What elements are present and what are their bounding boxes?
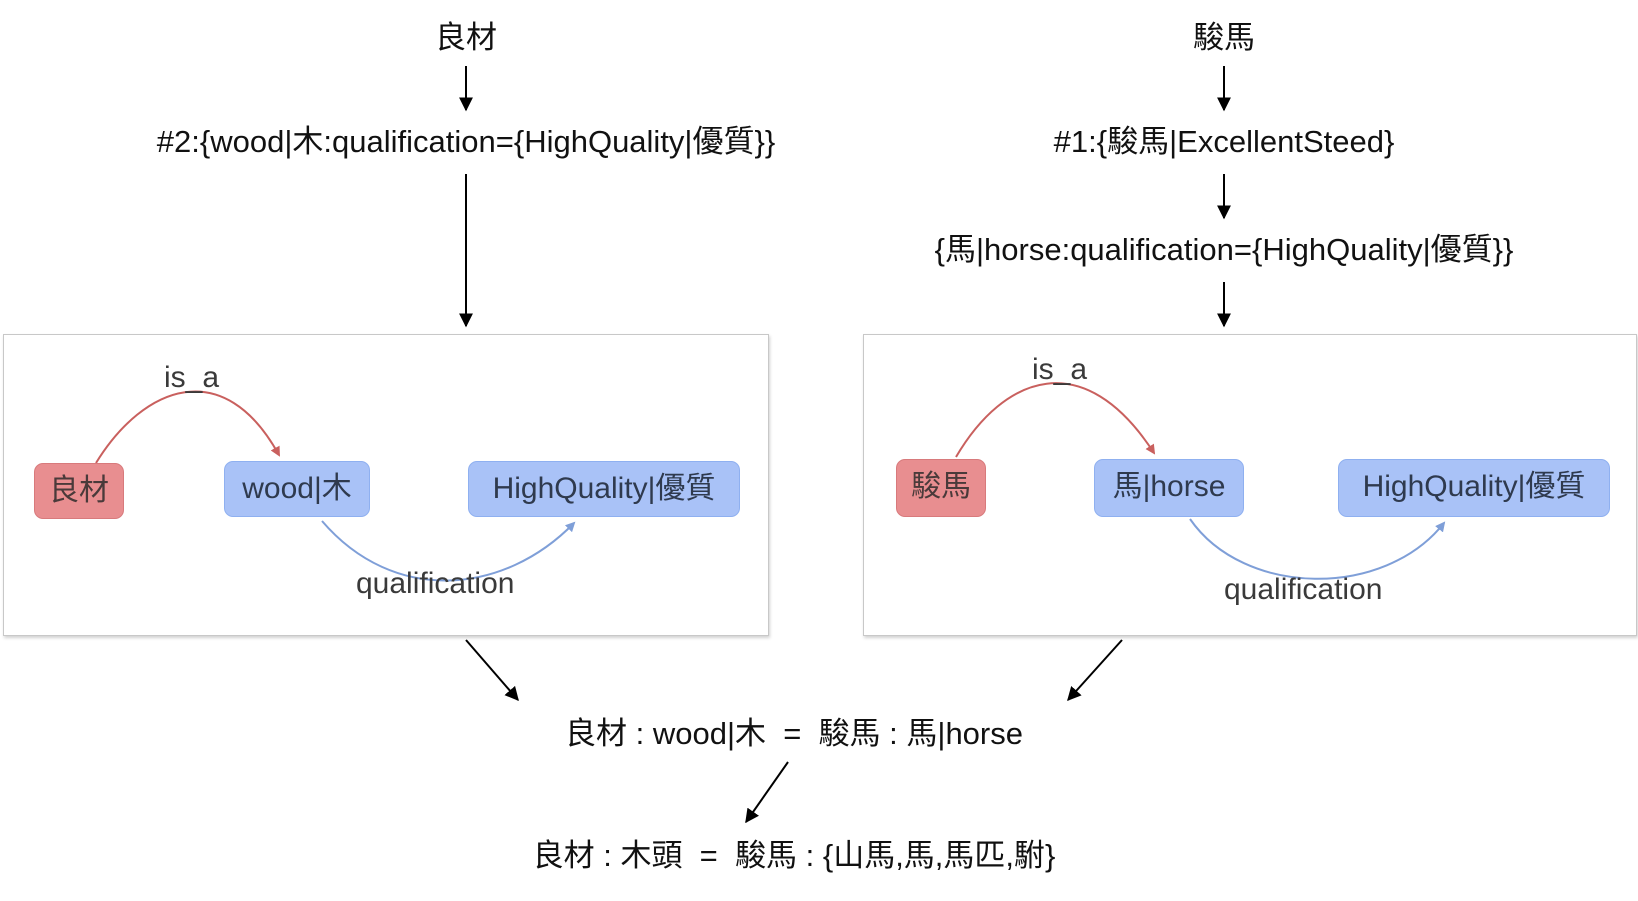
right-concept-node: 馬|horse (1094, 459, 1244, 517)
left-qualification-label: qualification (356, 567, 515, 600)
analogy-line-2: 良材 : 木頭 = 駿馬 : {山馬,馬,馬匹,駙} (532, 838, 1056, 873)
left-isa-label: is_a (164, 361, 220, 394)
right-word: 駿馬 (1193, 20, 1255, 55)
left-concept-node: wood|木 (224, 461, 370, 517)
left-isa-edge (95, 390, 280, 464)
left-graph-edges (95, 390, 576, 582)
right-graph-edges (955, 382, 1446, 580)
right-qualification-edge (1189, 518, 1446, 580)
left-source-node: 良材 (34, 463, 124, 519)
right-isa-label: is_a (1032, 353, 1088, 386)
left-qualification-edge (321, 520, 576, 582)
left-definition: #2:{wood|木:qualification={HighQuality|優質… (156, 124, 776, 159)
arrow-left-graph-to-analogy (465, 639, 519, 702)
arrow-right-graph-to-analogy (1067, 639, 1123, 702)
left-graph-panel: is_a qualification 良材 wood|木 HighQuality… (3, 334, 769, 636)
right-isa-edge (955, 382, 1156, 458)
right-expansion: {馬|horse:qualification={HighQuality|優質}} (934, 232, 1514, 267)
right-definition: #1:{駿馬|ExcellentSteed} (1053, 124, 1395, 159)
left-word: 良材 (435, 20, 497, 55)
left-attribute-node: HighQuality|優質 (468, 461, 740, 517)
arrow-analogy-to-result (745, 761, 789, 824)
right-qualification-label: qualification (1224, 573, 1383, 606)
right-source-node: 駿馬 (896, 459, 986, 517)
right-graph-panel: is_a qualification 駿馬 馬|horse HighQualit… (863, 334, 1637, 636)
right-attribute-node: HighQuality|優質 (1338, 459, 1610, 517)
analogy-line-1: 良材 : wood|木 = 駿馬 : 馬|horse (565, 716, 1023, 751)
